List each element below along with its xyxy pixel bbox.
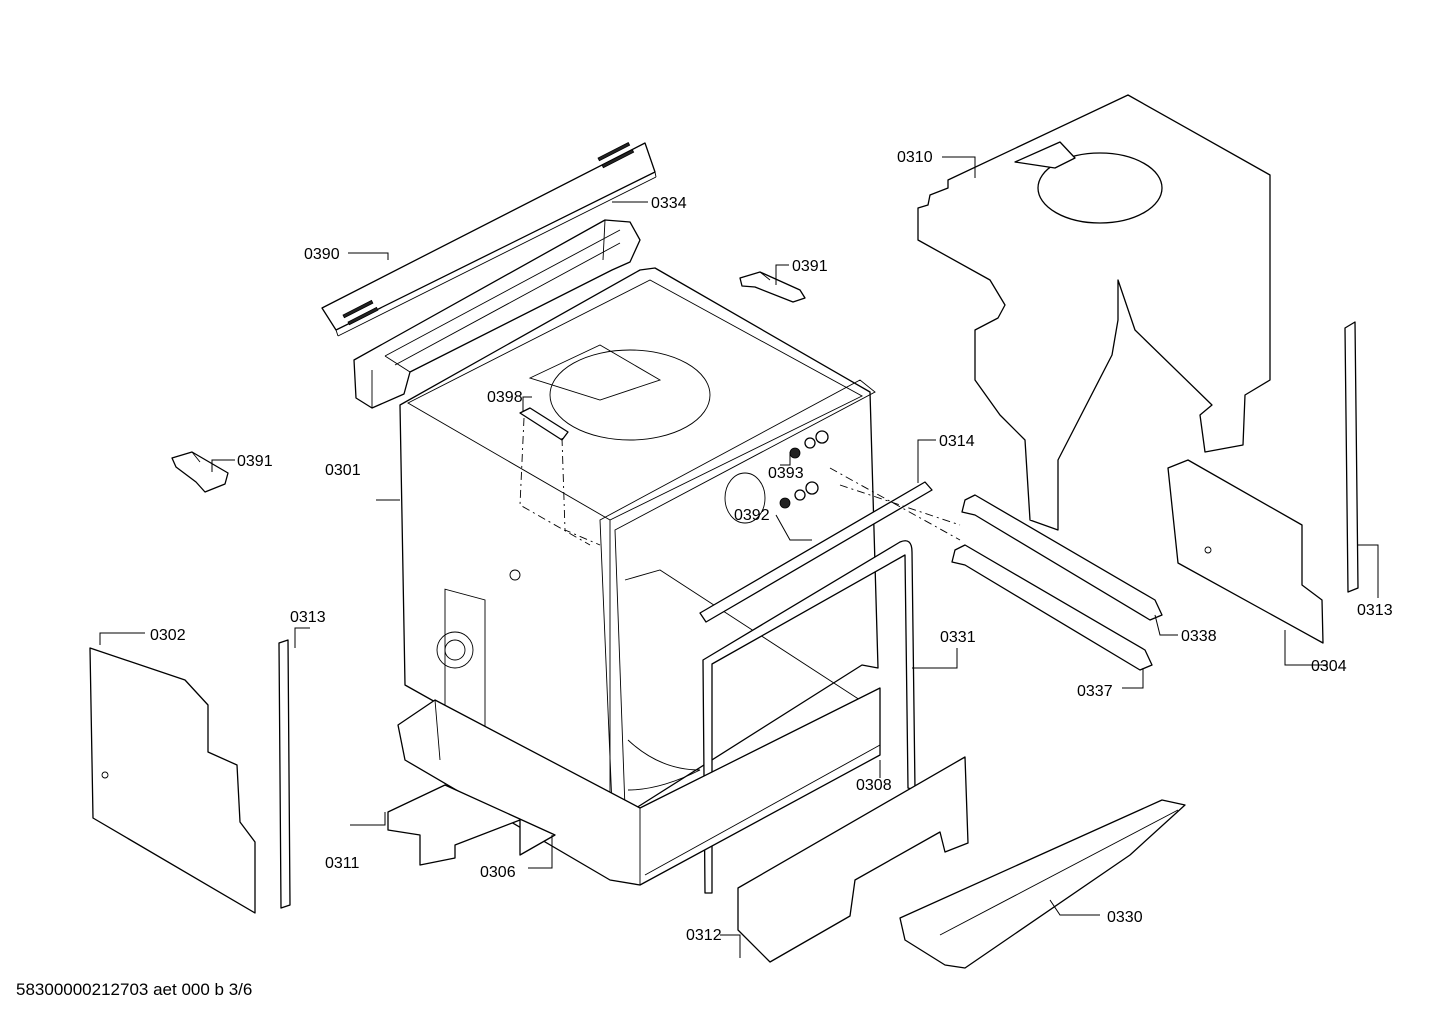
callout-0393: 0393 [768, 465, 804, 482]
part-0312-front-foam [737, 756, 969, 963]
callout-0310: 0310 [897, 149, 933, 166]
callout-0304: 0304 [1311, 658, 1347, 675]
callout-0314: 0314 [939, 433, 975, 450]
callout-0301: 0301 [325, 462, 361, 479]
callout-0392: 0392 [734, 507, 770, 524]
part-0398-clip [519, 407, 569, 441]
part-0310-insulation-mat [917, 94, 1271, 531]
leader-lines [99, 156, 1379, 958]
part-0393-fittings [789, 430, 829, 459]
part-0390-top-plate [321, 142, 657, 337]
callout-0391-left: 0391 [237, 453, 273, 470]
part-0391-bracket-upper [739, 271, 806, 303]
part-0313-strip-left [278, 639, 291, 909]
callout-0312: 0312 [686, 927, 722, 944]
callout-0313-right: 0313 [1357, 602, 1393, 619]
part-0334-rail [353, 219, 641, 409]
callout-0308: 0308 [856, 777, 892, 794]
part-0313-strip-right [1344, 321, 1359, 593]
callout-0398: 0398 [487, 389, 523, 406]
callout-0337: 0337 [1077, 683, 1113, 700]
part-0314-seal [699, 481, 933, 623]
part-0337-rail [951, 544, 1153, 671]
part-0392-fittings [779, 481, 819, 509]
callout-0391-upper: 0391 [792, 258, 828, 275]
callout-labels: 0310 0334 0390 0391 0391 0398 0301 0314 … [150, 149, 1393, 944]
part-0304-side-panel [1167, 459, 1324, 644]
callout-0334: 0334 [651, 195, 687, 212]
callout-0313-left: 0313 [290, 609, 326, 626]
callout-0302: 0302 [150, 627, 186, 644]
part-0330-plinth [899, 799, 1186, 969]
part-0331-door-seal [702, 540, 916, 894]
callout-0390: 0390 [304, 246, 340, 263]
callout-0331: 0331 [940, 629, 976, 646]
callout-0306: 0306 [480, 864, 516, 881]
callout-0330: 0330 [1107, 909, 1143, 926]
callout-0338: 0338 [1181, 628, 1217, 645]
part-0391-bracket-left [171, 451, 229, 493]
document-id: 58300000212703 aet 000 b 3/6 [16, 980, 253, 999]
part-0302-side-panel [89, 647, 256, 914]
part-0311-foam-block [387, 784, 556, 866]
callout-0311: 0311 [325, 855, 360, 872]
